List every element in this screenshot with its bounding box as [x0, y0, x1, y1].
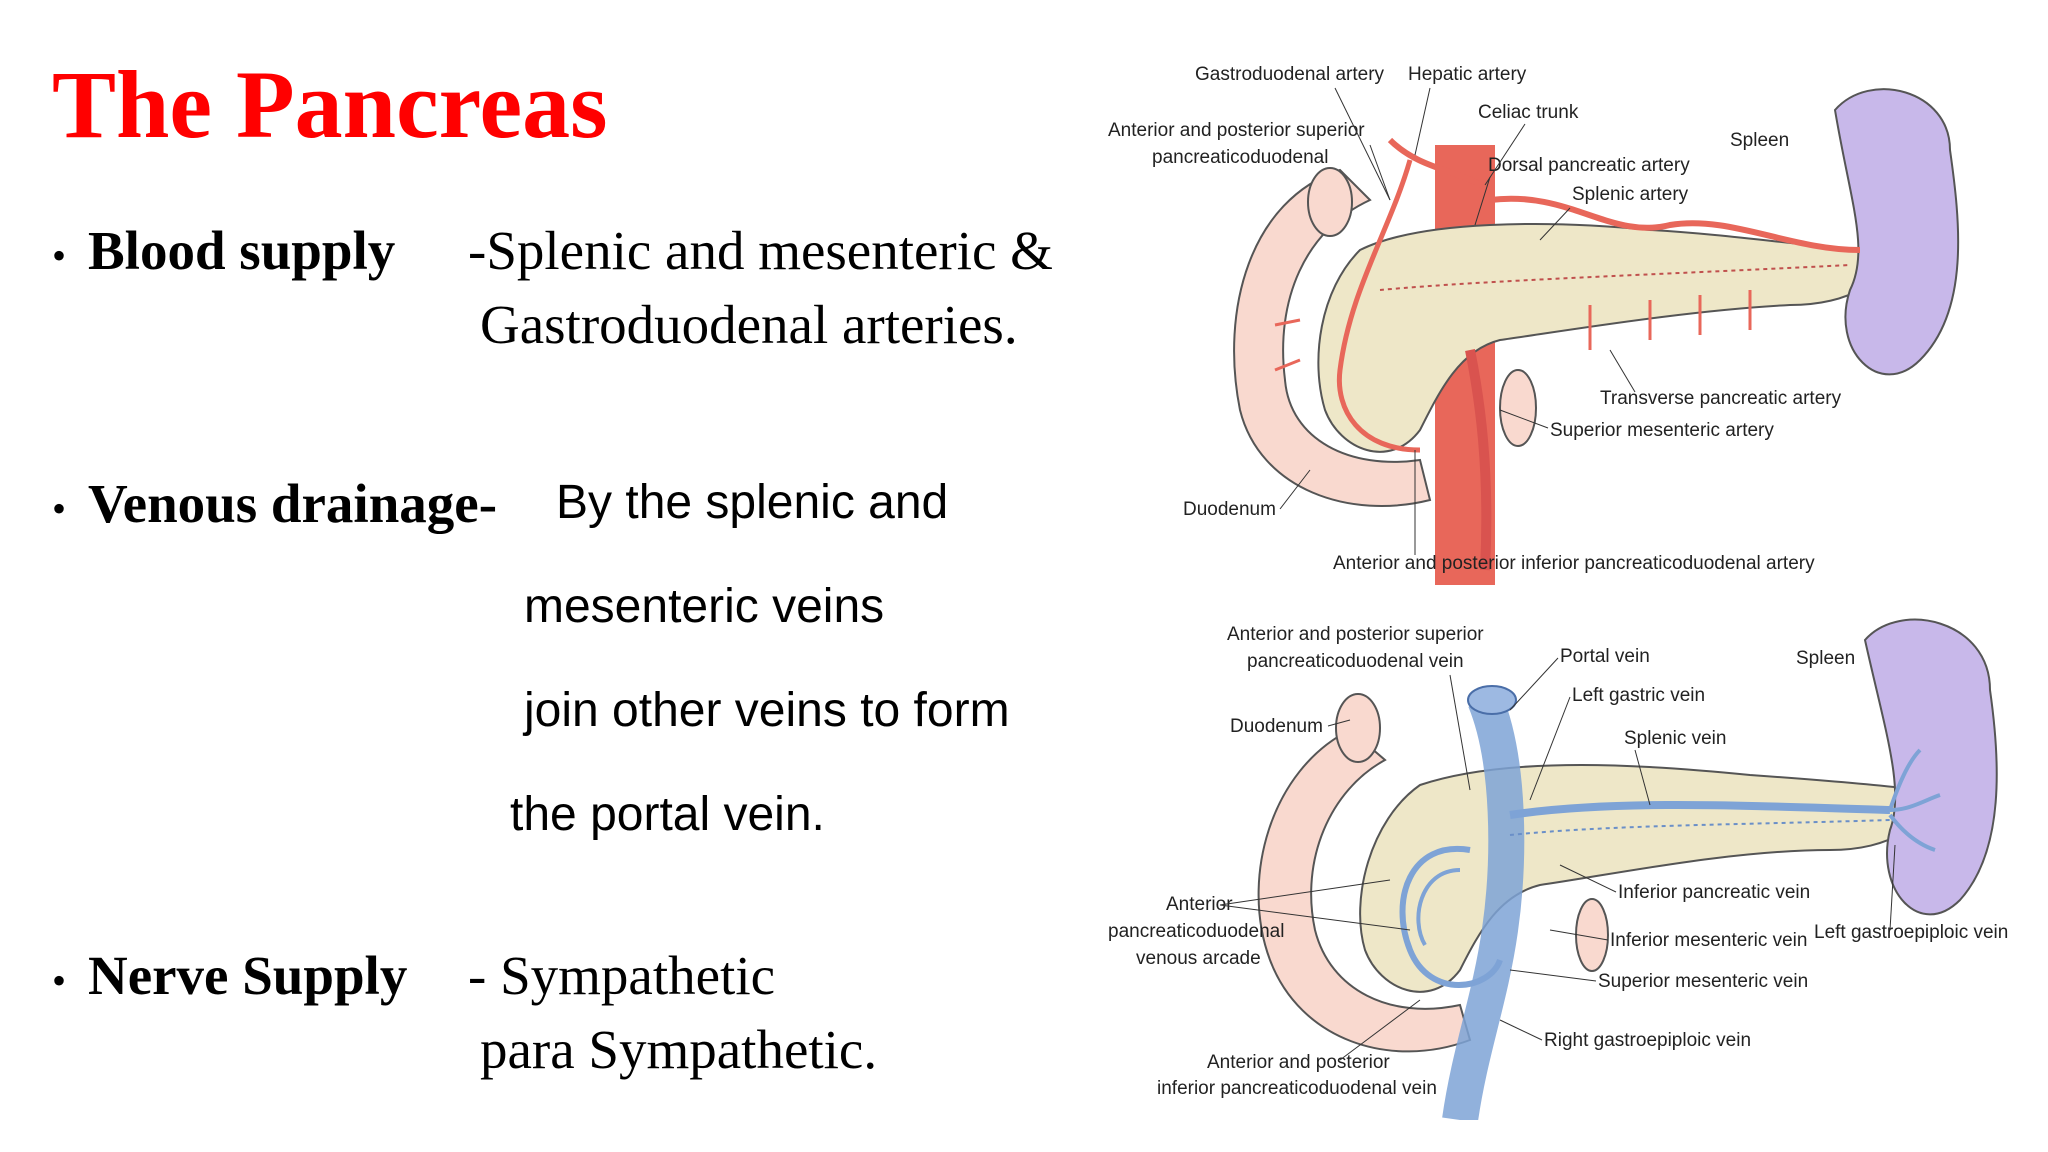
- bullet-text: By the splenic and: [556, 476, 949, 529]
- label-arcade-pancreaticoduodenal: pancreaticoduodenal: [1108, 921, 1284, 942]
- bullet-dot: •: [52, 486, 67, 531]
- label-superior-mesenteric-artery: Superior mesenteric artery: [1550, 420, 1774, 441]
- hepatic-artery: [1387, 137, 1492, 193]
- label-pancreaticoduodenal-vein: pancreaticoduodenal vein: [1247, 651, 1464, 672]
- label-hepatic-artery: Hepatic artery: [1408, 64, 1527, 85]
- venous-arcade-inner: [1416, 868, 1461, 947]
- duodenum-shape: [1233, 168, 1432, 507]
- label-ant-post-superior: Anterior and posterior superior: [1108, 120, 1365, 141]
- label-pancreaticoduodenal: pancreaticoduodenal: [1152, 147, 1328, 168]
- portal-vein: [1442, 693, 1525, 1120]
- label-dorsal-pancreatic-artery: Dorsal pancreatic artery: [1488, 155, 1690, 176]
- label-arcade-anterior: Anterior: [1166, 894, 1233, 915]
- bullet-text: the portal vein.: [510, 788, 825, 841]
- label-duodenum: Duodenum: [1183, 499, 1276, 520]
- label-gastroduodenal-artery: Gastroduodenal artery: [1195, 64, 1385, 85]
- label-inferior-pancreatic-vein: Inferior pancreatic vein: [1618, 882, 1810, 903]
- splenic-hilum-veins: [1888, 748, 1941, 852]
- label-right-gastroepiploic-vein: Right gastroepiploic vein: [1544, 1030, 1751, 1051]
- label-ant-post-inferior: Anterior and posterior: [1207, 1052, 1390, 1073]
- artery-branch-arrows: [1274, 290, 1752, 372]
- pancreas-shape: [1317, 223, 1883, 453]
- pancreas-shape: [1359, 764, 1923, 993]
- label-celiac-trunk: Celiac trunk: [1478, 102, 1579, 123]
- label-ant-post-superior: Anterior and posterior superior: [1227, 624, 1484, 645]
- spleen-shape: [1833, 88, 1960, 376]
- label-inferior-pancreaticoduodenal-vein: inferior pancreaticoduodenal vein: [1157, 1078, 1437, 1099]
- bullet-text: para Sympathetic.: [480, 1019, 878, 1080]
- bullet-text: mesenteric veins: [524, 580, 885, 633]
- duodenum-lumen-lower: [1499, 369, 1537, 447]
- bullet-text: Gastroduodenal arteries.: [480, 294, 1018, 355]
- spleen-shape: [1863, 618, 1998, 916]
- superior-mesenteric-artery: [1465, 349, 1492, 571]
- portal-vein-opening: [1467, 685, 1517, 715]
- label-spleen: Spleen: [1730, 130, 1789, 151]
- label-leader-lines: [1219, 657, 1896, 1061]
- label-arcade-venous: venous arcade: [1136, 948, 1261, 969]
- bullet-dash: -: [478, 473, 498, 534]
- arterial-supply-diagram: Gastroduodenal artery Hepatic artery Cel…: [1108, 64, 1960, 585]
- bullet-blood-supply: Blood supply: [88, 218, 395, 284]
- bullet-term: Nerve Supply: [88, 945, 408, 1006]
- duodenum-lumen: [1307, 167, 1353, 237]
- slide-title: The Pancreas: [52, 51, 608, 158]
- splenic-vein-dotted: [1509, 819, 1891, 836]
- gastroduodenal-artery: [1336, 159, 1421, 453]
- venous-arcade: [1399, 845, 1503, 988]
- label-splenic-artery: Splenic artery: [1572, 184, 1689, 205]
- label-portal-vein: Portal vein: [1560, 646, 1650, 667]
- bullet-text: - Sympathetic: [468, 945, 776, 1006]
- duodenum-lumen: [1335, 693, 1381, 763]
- label-inferior-mesenteric-vein: Inferior mesenteric vein: [1610, 930, 1807, 951]
- label-left-gastroepiploic-vein: Left gastroepiploic vein: [1814, 922, 2008, 943]
- label-inferior-pancreaticoduodenal-artery: Anterior and posterior inferior pancreat…: [1333, 553, 1815, 574]
- venous-drainage-diagram: Anterior and posterior superior pancreat…: [1108, 618, 2008, 1120]
- bullet-nerve-supply: Nerve Supply: [88, 943, 407, 1009]
- transverse-pancreatic-artery: [1379, 264, 1851, 291]
- bullet-term: Blood supply: [88, 220, 396, 281]
- bullet-term: Venous drainage: [88, 473, 479, 534]
- bullet-dot: •: [52, 958, 67, 1003]
- label-left-gastric-vein: Left gastric vein: [1572, 685, 1705, 706]
- splenic-artery: [1489, 195, 1861, 253]
- label-duodenum: Duodenum: [1230, 716, 1323, 737]
- label-leader-lines: [1279, 87, 1636, 555]
- label-splenic-vein: Splenic vein: [1624, 728, 1726, 749]
- bullet-dot: •: [52, 233, 67, 278]
- bullet-venous-drainage: Venous drainage-: [88, 471, 497, 537]
- label-spleen: Spleen: [1796, 648, 1855, 669]
- label-transverse-pancreatic-artery: Transverse pancreatic artery: [1600, 388, 1842, 409]
- label-superior-mesenteric-vein: Superior mesenteric vein: [1598, 971, 1808, 992]
- splenic-vein: [1509, 801, 1891, 819]
- bullet-text: -Splenic and mesenteric &: [468, 220, 1053, 281]
- duodenum-lumen-lower: [1575, 898, 1609, 972]
- bullet-text: join other veins to form: [524, 684, 1010, 737]
